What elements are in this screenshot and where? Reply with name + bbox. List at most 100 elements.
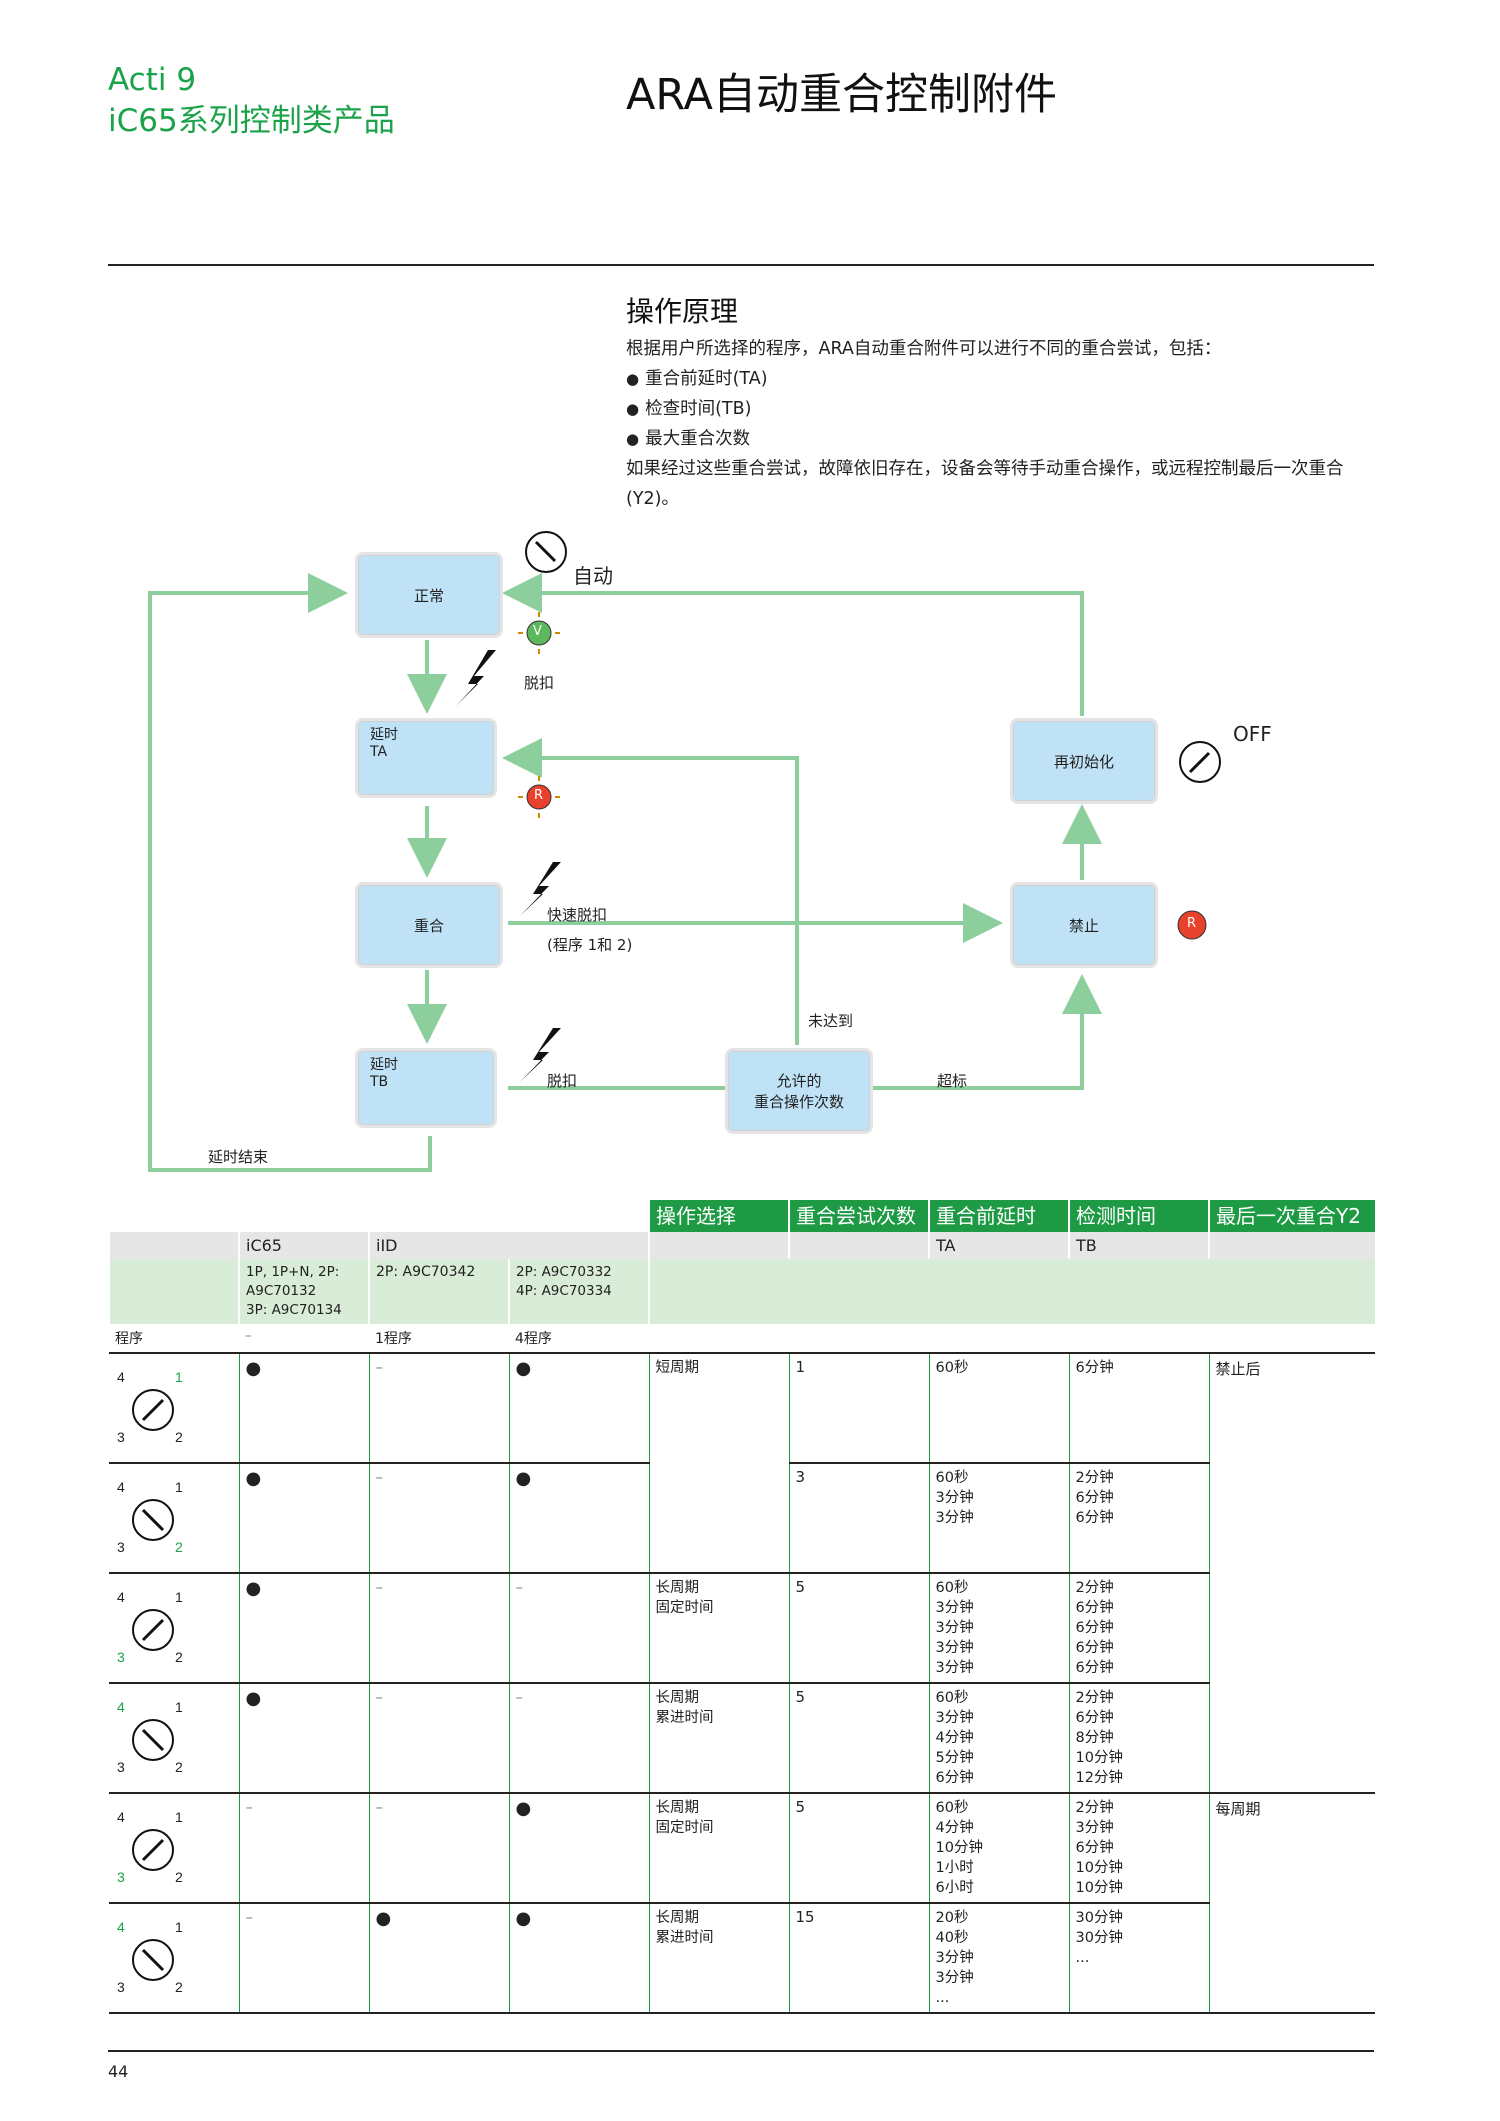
label-trip2: 脱扣 bbox=[547, 1072, 578, 1090]
header-divider bbox=[108, 264, 1374, 266]
bullet-max: 最大重合次数 bbox=[626, 424, 1366, 454]
dial-num-1: 1 bbox=[175, 1369, 183, 1385]
page-title: ARA自动重合控制附件 bbox=[626, 70, 1057, 120]
green-led-icon bbox=[518, 612, 560, 654]
arrow-allowed-forbid bbox=[870, 974, 1102, 1090]
selector-dial-icon: 4 1 3 2 bbox=[117, 1919, 183, 1995]
attempts-cell: 15 bbox=[788, 1903, 929, 2014]
ic65-cell bbox=[238, 1353, 369, 1464]
sub-tb: TB bbox=[1068, 1232, 1209, 1259]
iid-b-cell: – bbox=[508, 1573, 649, 1684]
lightning-icon bbox=[520, 862, 561, 916]
label-auto: 自动 bbox=[573, 564, 613, 588]
ta-cell: 60秒 3分钟 3分钟 3分钟 3分钟 bbox=[928, 1573, 1069, 1684]
brand: Acti 9 iC65系列控制类产品 bbox=[108, 60, 395, 142]
op-cell: 长周期 固定时间 bbox=[648, 1573, 789, 1684]
dial-num-2: 2 bbox=[175, 1979, 183, 1995]
page-number: 44 bbox=[108, 2062, 129, 2081]
label-not-reached: 未达到 bbox=[808, 1012, 854, 1030]
iid-a-cell: – bbox=[368, 1683, 509, 1794]
ta-cell: 60秒 3分钟 4分钟 5分钟 6分钟 bbox=[928, 1683, 1069, 1794]
attempts-cell: 5 bbox=[788, 1793, 929, 1904]
header-op: 操作选择 bbox=[648, 1200, 789, 1232]
tb-cell: 2分钟 6分钟 6分钟 6分钟 6分钟 bbox=[1068, 1573, 1209, 1684]
dial-num-2: 2 bbox=[175, 1649, 183, 1665]
label-delay-end: 延时结束 bbox=[208, 1148, 269, 1166]
op-cell: 长周期 固定时间 bbox=[648, 1793, 789, 1904]
program-row: 程序 – 1程序 4程序 bbox=[109, 1324, 1375, 1354]
outro-line: 如果经过这些重合尝试，故障依旧存在，设备会等待手动重合操作，或远程控制最后一次重… bbox=[626, 459, 1344, 509]
dial-num-1: 1 bbox=[175, 1809, 183, 1825]
header-ta: 重合前延时 bbox=[928, 1200, 1069, 1232]
dial-num-2: 2 bbox=[175, 1539, 183, 1555]
dial-num-4: 4 bbox=[117, 1809, 125, 1825]
iid-a-cell: – bbox=[368, 1353, 509, 1464]
program-iid-b: 4程序 bbox=[509, 1324, 649, 1354]
dial-num-1: 1 bbox=[175, 1479, 183, 1495]
dial-cell: 4 1 3 2 bbox=[109, 1573, 239, 1684]
dial-cell: 4 1 3 2 bbox=[109, 1353, 239, 1464]
dial-num-3: 3 bbox=[117, 1869, 125, 1885]
ic65-cell bbox=[238, 1463, 369, 1574]
selector-dial-icon: 4 1 3 2 bbox=[117, 1479, 183, 1555]
box-allowed-line2: 重合操作次数 bbox=[753, 1093, 844, 1111]
attempts-cell: 3 bbox=[788, 1463, 929, 1574]
parts-iid-4: 2P: A9C70332 4P: A9C70334 bbox=[508, 1259, 649, 1324]
dial-cell: 4 1 3 2 bbox=[109, 1463, 239, 1574]
dial-num-4: 4 bbox=[117, 1369, 125, 1385]
header-y2: 最后一次重合Y2 bbox=[1208, 1200, 1375, 1232]
iid-b-cell bbox=[508, 1353, 649, 1464]
program-table: 操作选择 重合尝试次数 重合前延时 检测时间 最后一次重合Y2 iC65 iID… bbox=[108, 1200, 1375, 2014]
label-trip: 脱扣 bbox=[524, 674, 555, 692]
r-badge-label: R bbox=[1187, 916, 1197, 931]
dial-num-3: 3 bbox=[117, 1429, 125, 1445]
program-ic65: – bbox=[239, 1324, 369, 1354]
dial-cell: 4 1 3 2 bbox=[109, 1683, 239, 1794]
tb-cell: 2分钟 3分钟 6分钟 10分钟 10分钟 bbox=[1068, 1793, 1209, 1904]
led-r-label: R bbox=[534, 788, 544, 803]
sub-ta: TA bbox=[928, 1232, 1069, 1259]
box-delay-ta: 延时 TA bbox=[355, 718, 497, 798]
ta-cell: 60秒 4分钟 10分钟 1小时 6小时 bbox=[928, 1793, 1069, 1904]
box-allowed: 允许的 重合操作次数 bbox=[725, 1048, 873, 1134]
dial-cell: 4 1 3 2 bbox=[109, 1903, 239, 2014]
tb-cell: 6分钟 bbox=[1068, 1353, 1209, 1464]
auto-dial-icon bbox=[525, 531, 567, 573]
header-attempts: 重合尝试次数 bbox=[788, 1200, 929, 1232]
ic65-cell: – bbox=[238, 1793, 369, 1904]
bullet-tb: 检查时间(TB) bbox=[626, 394, 1366, 424]
ic65-cell bbox=[238, 1573, 369, 1684]
dial-num-2: 2 bbox=[175, 1759, 183, 1775]
box-delay-ta-line1: 延时 bbox=[370, 727, 398, 743]
selector-dial-icon: 4 1 3 2 bbox=[117, 1589, 183, 1665]
iid-b-cell bbox=[508, 1463, 649, 1574]
section-heading: 操作原理 bbox=[626, 295, 739, 328]
attempts-cell: 1 bbox=[788, 1353, 929, 1464]
selector-dial-icon: 4 1 3 2 bbox=[117, 1369, 183, 1445]
bullet-ta: 重合前延时(TA) bbox=[626, 364, 1366, 394]
arrow-allowed-ta bbox=[502, 738, 799, 1045]
brand-line2: iC65系列控制类产品 bbox=[108, 103, 395, 139]
program-iid-a: 1程序 bbox=[369, 1324, 509, 1354]
iid-b-cell bbox=[508, 1903, 649, 2014]
header-tb: 检测时间 bbox=[1068, 1200, 1209, 1232]
flow-diagram bbox=[148, 531, 1221, 1172]
iid-a-cell: – bbox=[368, 1573, 509, 1684]
tb-cell: 30分钟 30分钟 ... bbox=[1068, 1903, 1209, 2014]
op-cell: 短周期 bbox=[648, 1353, 789, 1574]
attempts-cell: 5 bbox=[788, 1573, 929, 1684]
selector-dial-icon: 4 1 3 2 bbox=[117, 1809, 183, 1885]
lightning-icon bbox=[520, 1028, 561, 1082]
table-header-row: 操作选择 重合尝试次数 重合前延时 检测时间 最后一次重合Y2 bbox=[109, 1200, 1375, 1232]
intro-text: 根据用户所选择的程序，ARA自动重合附件可以进行不同的重合尝试，包括： 重合前延… bbox=[626, 334, 1366, 514]
off-dial-icon bbox=[1179, 741, 1221, 783]
arrow-reinit-normal bbox=[502, 573, 1084, 716]
dial-num-3: 3 bbox=[117, 1979, 125, 1995]
parts-ic65: 1P, 1P+N, 2P: A9C70132 3P: A9C70134 bbox=[238, 1259, 369, 1324]
y2-cell: 禁止后 bbox=[1208, 1353, 1375, 1794]
r-badge-icon bbox=[1177, 910, 1207, 940]
label-exceeded: 超标 bbox=[937, 1072, 968, 1090]
iid-b-cell: – bbox=[508, 1683, 649, 1794]
